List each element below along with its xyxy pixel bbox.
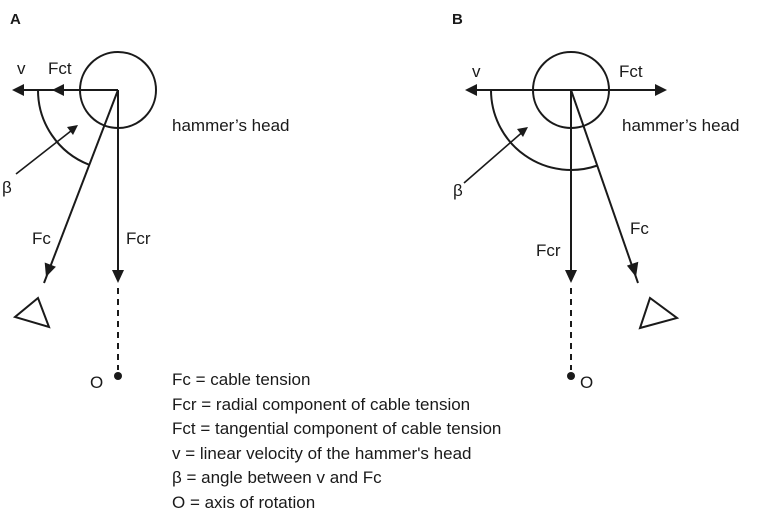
- fcr-label: Fcr: [126, 229, 151, 248]
- beta-label: β: [2, 178, 12, 197]
- beta-pointer-line: [463, 128, 527, 184]
- fct-arrowhead: [52, 84, 64, 96]
- beta-pointer-arrowhead: [517, 127, 528, 137]
- axis-point: [114, 372, 122, 380]
- fc-arrowhead: [44, 262, 56, 277]
- panel-a: A v Fct hammer’s head β Fc Fcr O: [2, 11, 290, 392]
- legend-item-fct: Fct = tangential component of cable tens…: [172, 419, 502, 438]
- beta-pointer-line: [15, 126, 77, 175]
- fct-label: Fct: [619, 62, 643, 81]
- legend-item-v: v = linear velocity of the hammer's head: [172, 443, 472, 463]
- handle-triangle: [638, 296, 680, 330]
- axis-point: [567, 372, 575, 380]
- beta-pointer-arrowhead: [67, 125, 78, 135]
- hammer-head-label: hammer’s head: [172, 116, 290, 135]
- fc-label: Fc: [630, 219, 649, 238]
- beta-arc: [490, 89, 598, 171]
- velocity-arrowhead: [465, 84, 477, 96]
- panel-a-label: A: [10, 11, 21, 28]
- fcr-label: Fcr: [536, 241, 561, 260]
- panel-b-label: B: [452, 11, 463, 28]
- fc-line: [570, 89, 639, 284]
- fcr-arrowhead: [565, 270, 577, 283]
- fc-line: [43, 89, 119, 284]
- fct-label: Fct: [48, 59, 72, 78]
- hammer-head-label: hammer’s head: [622, 116, 740, 135]
- fc-label: Fc: [32, 229, 51, 248]
- handle-triangle: [12, 296, 51, 329]
- velocity-arrowhead: [12, 84, 24, 96]
- axis-label: O: [90, 373, 103, 392]
- v-label: v: [472, 62, 481, 81]
- panel-b: B v Fct hammer’s head β Fc Fcr O: [452, 11, 740, 392]
- legend-item-o: O = axis of rotation: [172, 492, 316, 512]
- fc-arrowhead: [626, 261, 639, 277]
- legend: Fc = cable tension Fcr = radial componen…: [172, 368, 592, 515]
- axis-label: O: [580, 373, 593, 392]
- legend-item-fc: Fc = cable tension: [172, 370, 311, 389]
- legend-item-fcr: Fcr = radial component of cable tension: [172, 394, 471, 414]
- fct-arrowhead: [655, 84, 667, 96]
- v-label: v: [17, 59, 26, 78]
- beta-arc: [36, 89, 90, 166]
- fcr-arrowhead: [112, 270, 124, 283]
- legend-item-beta: β = angle between v and Fc: [172, 468, 382, 487]
- beta-label: β: [453, 181, 463, 200]
